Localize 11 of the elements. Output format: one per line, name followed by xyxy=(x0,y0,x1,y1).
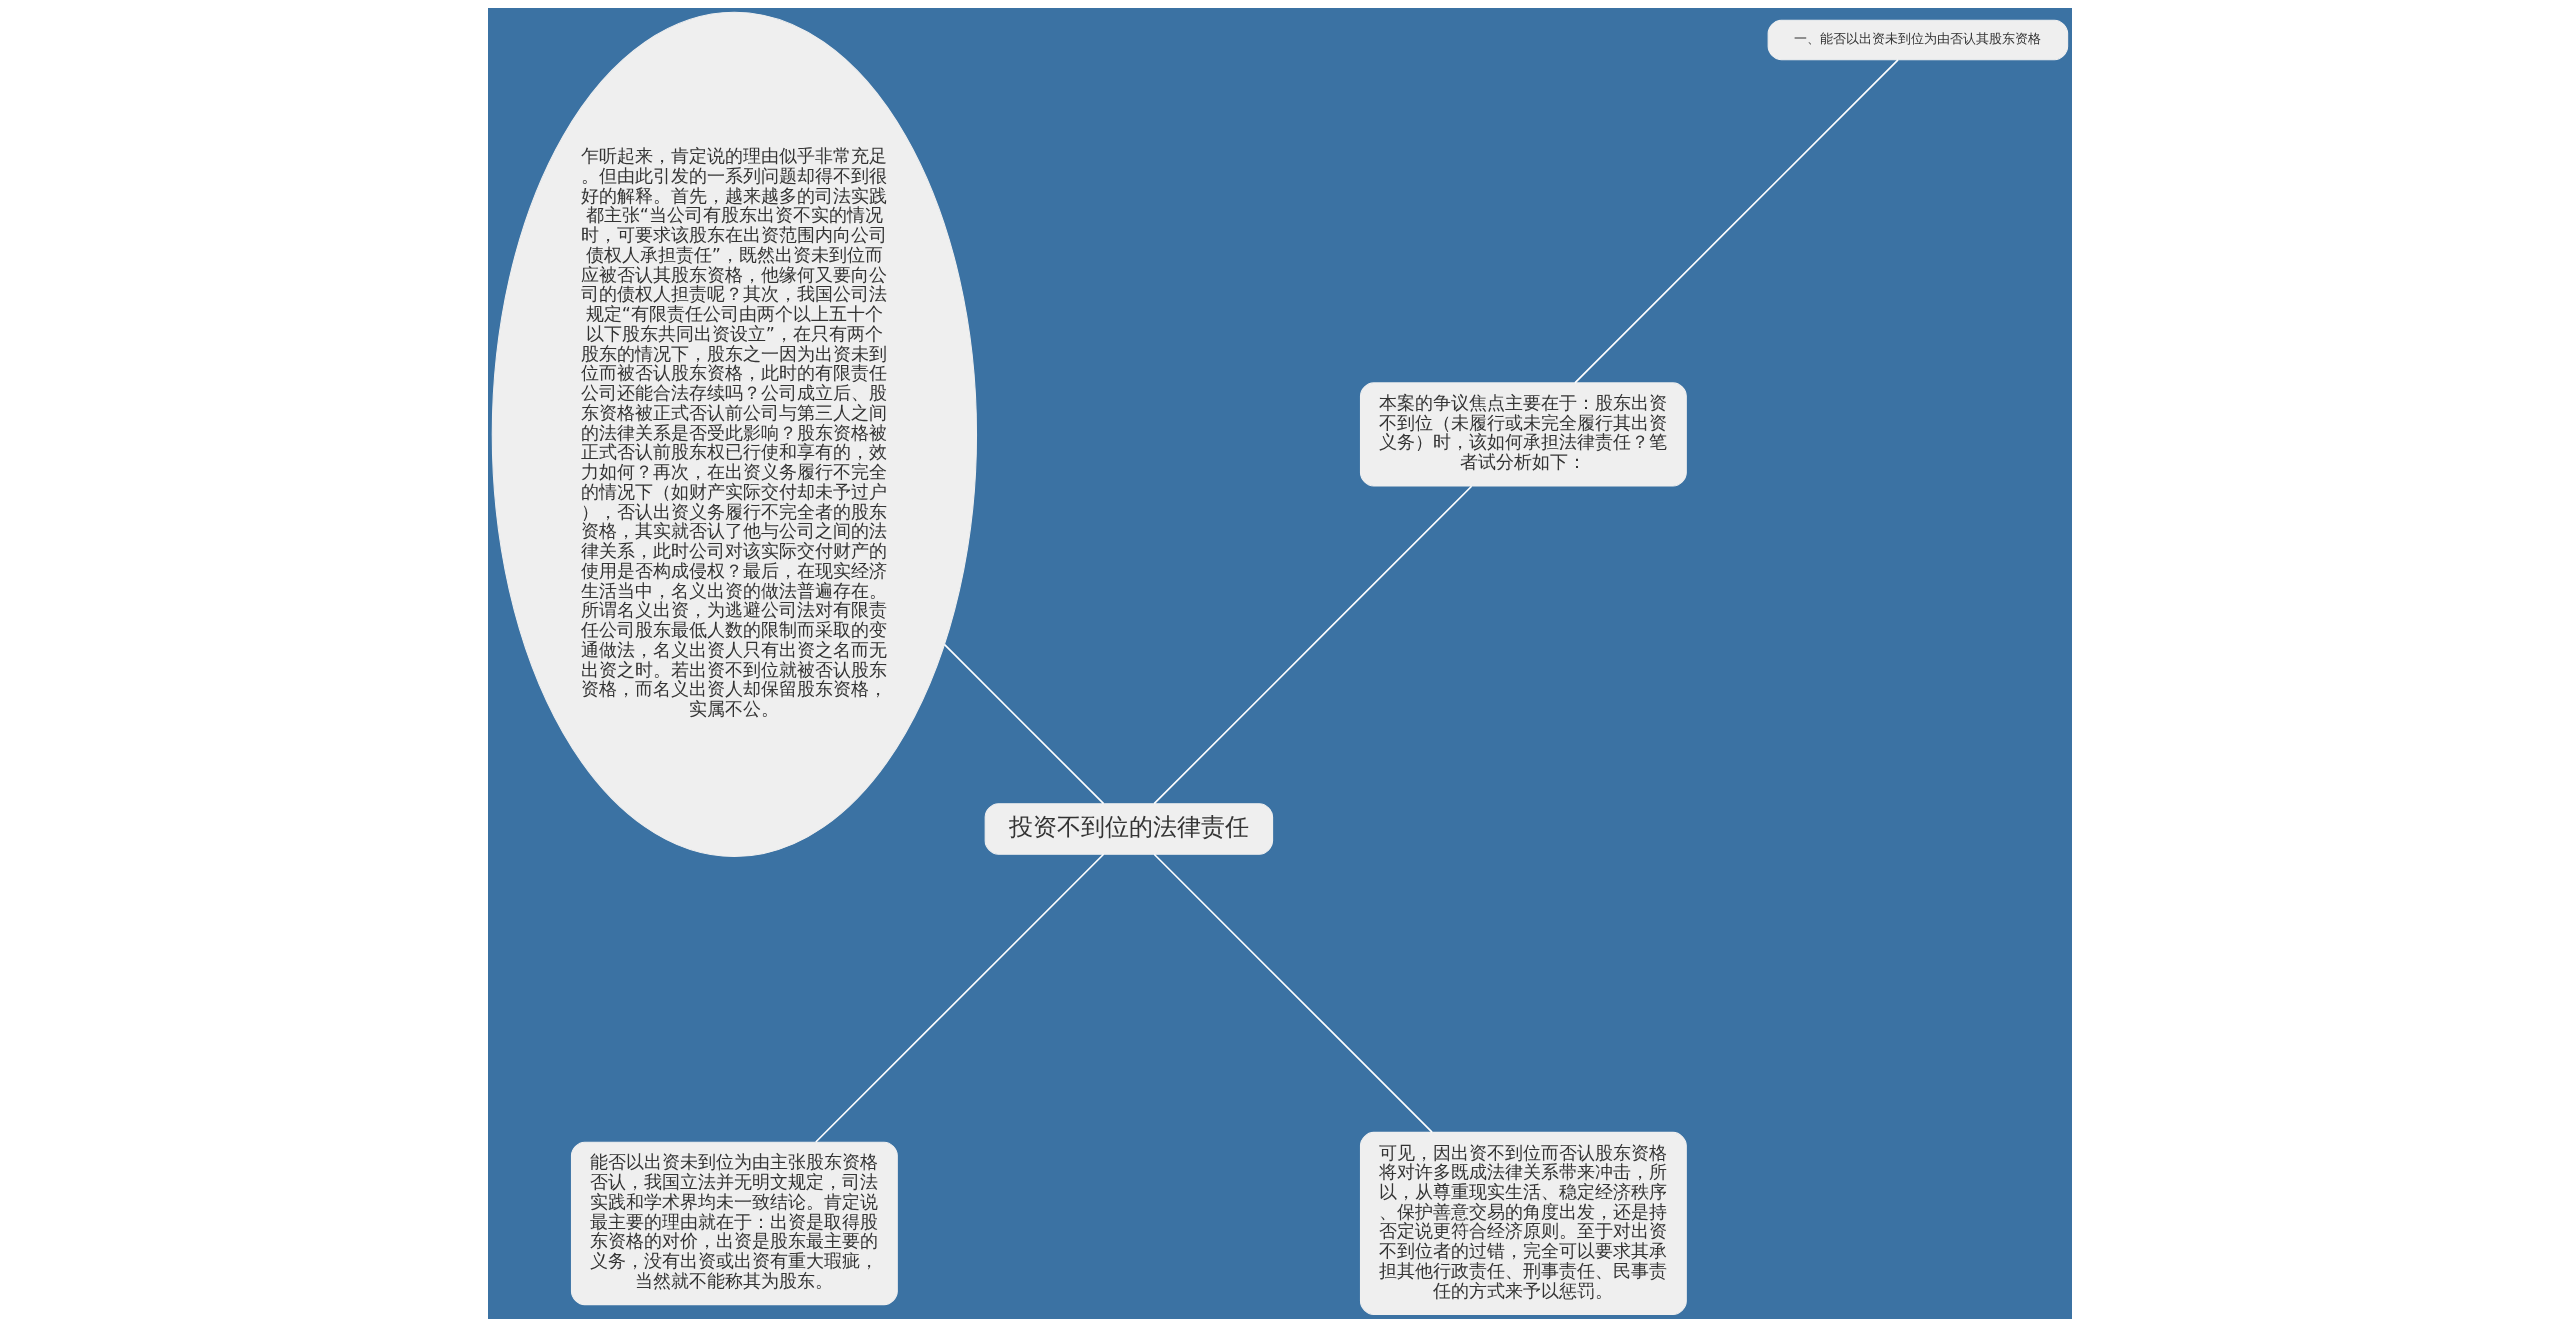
connector xyxy=(943,643,1105,805)
node-box: 本案的争议焦点主要在于：股东出资不到位（未履行或未完全履行其出资义务）时，该如何承担法律责任？笔者试分析如下： xyxy=(1359,382,1687,487)
node-box: 一、能否以出资未到位为由否认其股东资格 xyxy=(1767,19,2069,61)
connector xyxy=(1574,59,1899,384)
connector xyxy=(815,853,1105,1143)
connector xyxy=(1153,853,1433,1133)
connector xyxy=(1153,485,1473,805)
node-box: 投资不到位的法律责任 xyxy=(984,803,1274,855)
node-box: 可见，因出资不到位而否认股东资格将对许多既成法律关系带来冲击，所以，从尊重现实生活、稳定经济秩序、保护善意交易的角度出发，还是持否定说更符合经济原则。至于对出资不到位者的过错，完全可以要求其承担其他行政责任、刑事责任、民事责任的方式来予以惩罚。 xyxy=(1359,1131,1687,1316)
node-box: 能否以出资未到位为由主张股东资格否认，我国立法并无明文规定，司法实践和学术界均未一致结论。肯定说最主要的理由就在于：出资是取得股东资格的对价，出资是股东最主要的义务，没有出资或出资有重大瑕疵，当然就不能称其为股东。 xyxy=(570,1141,898,1306)
node-ellipse: 乍听起来，肯定说的理由似乎非常充足。但由此引发的一系列问题却得不到很好的解释。首先，越来越多的司法实践都主张“当公司有股东出资不实的情况时，可要求该股东在出资范围内向公司债权人承担责任”，既然出资未到位而应被否认其股东资格，他缘何又要向公司的债权人担责呢？其次，我国公司法规定“有限责任公司由两个以上五十个以下股东共同出资设立”，在只有两个股东的情况下，股东之一因为出资未到位而被否认股东资格，此时的有限责任公司还能合法存续吗？公司成立后、股东资格被正式否认前公司与第三人之间的法律关系是否受此影响？股东资格被正式否认前股东权已行使和享有的，效力如何？再次，在出资义务履行不完全的情况下（如财产实际交付却未予过户），否认出资义务履行不完全者的股东资格，其实就否认了他与公司之间的法律关系，此时公司对该实际交付财产的使用是否构成侵权？最后，在现实经济生活当中，名义出资的做法普遍存在。所谓名义出资，为逃避公司法对有限责任公司股东最低人数的限制而采取的变通做法，名义出资人只有出资之名而无出资之时。若出资不到位就被否认股东资格，而名义出资人却保留股东资格，实属不公。 xyxy=(491,11,978,858)
